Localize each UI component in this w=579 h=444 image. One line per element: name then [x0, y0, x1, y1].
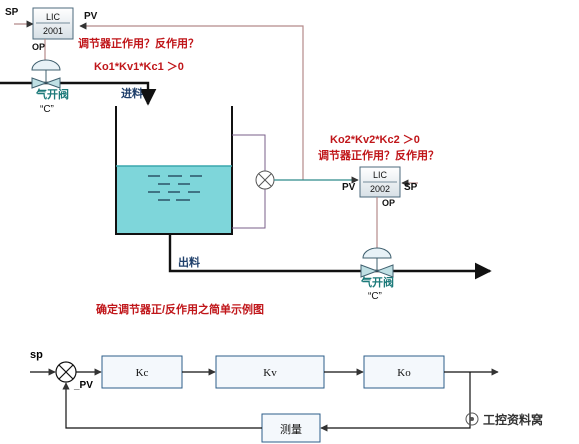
feedback-path-left [62, 382, 262, 429]
right-loop-question: 调节器正作用？反作用？ [318, 148, 439, 162]
block-kc: Kc [101, 355, 183, 389]
top-loop-question: 调节器正作用？反作用？ [78, 36, 199, 50]
controller-number-2: 2002 [370, 184, 390, 194]
watermark: 工控资料窝 [465, 412, 543, 427]
controller-tag-1: LIC [46, 12, 61, 22]
feedback-path-right [320, 372, 471, 432]
tank [115, 106, 233, 235]
block-ko-label: Ko [397, 367, 411, 379]
block-kv-label: Kv [263, 367, 277, 379]
controller-tag-2: LIC [373, 170, 388, 180]
outlet-pipe [168, 234, 492, 280]
right-loop-gain-equation: Ko2*Kv2*Kc2 ＞0 [330, 134, 420, 146]
pv-label-1: PV [84, 11, 98, 22]
controller-number-1: 2001 [43, 26, 63, 36]
inlet-label: 进料 [121, 86, 143, 100]
pv-label-2: PV [342, 182, 356, 193]
block-pv-label: _PV [73, 380, 93, 391]
summing-junction [55, 361, 77, 383]
outlet-valve [360, 247, 394, 278]
outlet-valve-type: “C” [368, 291, 382, 302]
inlet-valve [31, 59, 61, 89]
block-sp-label: sp [30, 349, 43, 361]
sp-label-2: SP [404, 182, 418, 193]
block-measurement-label: 测量 [280, 423, 302, 436]
block-measurement: 测量 [261, 413, 321, 443]
level-transmitter [255, 170, 275, 190]
block-ko: Ko [363, 355, 445, 389]
op-label-2: OP [382, 198, 395, 208]
block-kc-label: Kc [136, 367, 149, 379]
sp-label-1: SP [5, 7, 19, 18]
watermark-text: 工控资料窝 [483, 412, 543, 427]
op-label-1: OP [32, 42, 45, 52]
outlet-label: 出料 [178, 255, 200, 269]
controller-lic-2001: LIC 2001 [32, 7, 74, 40]
diagram-caption: 确定调节器正/反作用之简单示例图 [96, 302, 264, 316]
block-kv: Kv [215, 355, 325, 389]
inlet-valve-label: 气开阀 [35, 87, 69, 101]
outlet-valve-label: 气开阀 [360, 275, 394, 289]
inlet-valve-type: “C” [40, 104, 54, 115]
controller-lic-2002: LIC 2002 [359, 166, 401, 198]
top-loop-gain-equation: Ko1*Kv1*Kc1 ＞0 [94, 61, 184, 73]
pv-feedback-line-1 [79, 22, 304, 180]
